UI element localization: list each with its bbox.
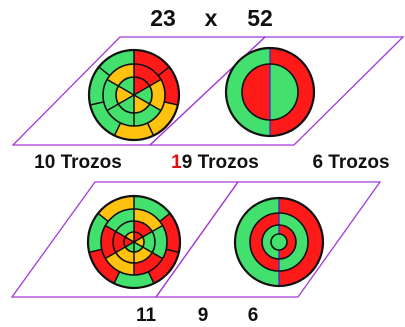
top-left-circle-ring-3-divider-6	[118, 85, 135, 96]
top-left-circle-ring-3-outline	[115, 76, 153, 114]
top-left-circle-ring-1-divider-6	[89, 101, 104, 106]
bottom-left-circle-ring-3-divider-5	[115, 246, 126, 254]
top-right-parallelogram	[148, 36, 405, 146]
bottom-number-1: 11	[136, 305, 157, 326]
bottom-left-circle-ring-1-divider-7	[97, 212, 109, 223]
bottom-left-circle-ring-4-divider-5	[124, 241, 135, 248]
top-left-circle	[87, 48, 181, 142]
bottom-left-circle-ring-2-outline	[100, 208, 168, 276]
bottom-right-circle-ring-1-outline	[233, 196, 325, 288]
top-left-circle-ring-2-outline	[102, 63, 166, 127]
bottom-left-circle-ring-1-divider-6	[88, 248, 102, 253]
bottom-left-circle-ring-1-divider-2	[159, 212, 171, 223]
title-operator: x	[205, 5, 218, 31]
top-left-circle-ring-1-outline	[87, 48, 181, 142]
bottom-left-circle-ring-1-outline	[86, 194, 182, 290]
top-right-circle-ring-2-outline	[241, 63, 299, 121]
top-frame	[11, 36, 405, 146]
bottom-left-circle-ring-1-divider-3	[166, 248, 180, 253]
top-left-circle-ring-2-divider-6	[106, 78, 119, 87]
bottom-left-circle-ring-3-outline	[112, 220, 156, 264]
top-left-circle-ring-1-divider-3	[164, 101, 179, 106]
title-left-number: 23	[150, 5, 176, 31]
bottom-left-circle-ring-4-outline	[123, 231, 145, 253]
top-left-circle-ring-2-divider-3	[149, 103, 162, 112]
bottom-left-circle	[86, 194, 182, 290]
top-right-circle	[224, 46, 316, 138]
top-left-circle-ring-3-sector-2	[134, 86, 153, 104]
bottom-left-circle-ring-2-divider-6	[105, 224, 117, 233]
bottom-left-circle-ring-3-divider-2	[142, 230, 153, 238]
bottom-left-circle-ring-2-divider-3	[151, 251, 163, 260]
label-middle-rest: 9 Trozos	[182, 152, 259, 173]
bottom-left-circle-ring-1-divider-5	[113, 271, 121, 284]
bottom-left-circle-ring-2-divider-5	[105, 251, 117, 260]
bottom-left-circle-ring-2-divider-2	[151, 224, 163, 233]
bottom-left-circle-ring-4-divider-6	[124, 236, 135, 243]
bottom-number-2: 9	[198, 305, 209, 326]
top-left-circle-ring-3-divider-2	[133, 85, 150, 96]
bottom-left-circle-ring-4-sector-2	[134, 237, 144, 247]
label-middle-highlight-digit: 1	[171, 152, 182, 173]
top-right-circle-ring-2-sector-1	[270, 64, 298, 120]
bottom-right-circle	[233, 196, 325, 288]
label-left-pieces: 10 Trozos	[34, 152, 122, 173]
bottom-number-3: 6	[248, 305, 259, 326]
bottom-right-circle-ring-3-outline	[261, 224, 297, 260]
top-left-circle-ring-1-divider-7	[98, 66, 111, 77]
top-left-circle-ring-1-divider-4	[146, 122, 155, 136]
bottom-right-parallelogram	[154, 181, 382, 298]
bottom-right-circle-ring-4-outline	[270, 233, 288, 251]
top-right-circle-ring-2-sector-2	[242, 64, 270, 120]
top-left-circle-ring-1-divider-2	[157, 66, 170, 77]
bottom-frame	[10, 181, 382, 298]
label-right-pieces: 6 Trozos	[312, 152, 389, 173]
top-right-circle-ring-1-outline	[224, 46, 316, 138]
bottom-left-circle-ring-4-divider-3	[133, 241, 144, 248]
top-left-circle-ring-3-divider-3	[133, 94, 150, 105]
bottom-left-circle-ring-4-sector-5	[124, 237, 134, 247]
bottom-left-circle-ring-4-divider-2	[133, 236, 144, 243]
top-left-circle-ring-3-divider-5	[118, 94, 135, 105]
top-left-circle-ring-2-divider-5	[106, 103, 119, 112]
top-left-circle-ring-3-sector-5	[115, 86, 134, 104]
bottom-left-circle-ring-3-divider-3	[142, 246, 153, 254]
label-middle-pieces: 19 Trozos	[171, 152, 259, 173]
title-right-number: 52	[247, 5, 273, 31]
bottom-left-circle-ring-3-divider-6	[115, 230, 126, 238]
bottom-right-circle-ring-4-sector-1	[271, 234, 287, 250]
bottom-right-circle-ring-2-outline	[249, 212, 309, 272]
bottom-left-circle-ring-1-divider-4	[147, 271, 155, 284]
top-left-circle-ring-2-divider-2	[149, 78, 162, 87]
top-left-circle-ring-1-divider-5	[113, 122, 122, 136]
